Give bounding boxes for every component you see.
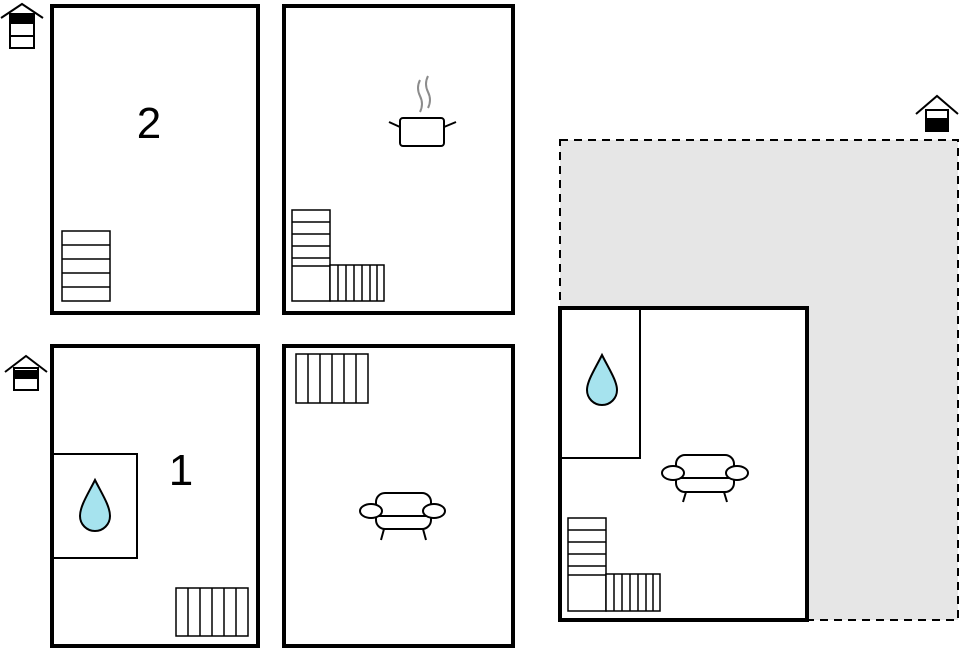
kitchen-room <box>282 4 515 315</box>
cooking-pot-icon <box>388 75 457 147</box>
stairs-icon <box>567 517 661 612</box>
stairs-icon <box>295 353 369 404</box>
floor-2-room: 2 <box>50 4 260 315</box>
ground-floor-overview <box>558 306 809 622</box>
house-icon <box>0 2 44 49</box>
sofa-icon <box>661 454 749 503</box>
floor-1-label: 1 <box>169 446 193 495</box>
stairs-icon <box>61 230 111 302</box>
house-icon <box>915 94 959 132</box>
bathroom <box>560 308 641 459</box>
sofa-icon <box>359 492 446 541</box>
floor-1-room: 1 <box>50 344 260 648</box>
stairs-icon <box>291 209 385 302</box>
water-drop-icon <box>585 352 619 406</box>
water-drop-icon <box>78 477 112 532</box>
floor-2-label: 2 <box>137 99 161 148</box>
living-room <box>282 344 515 648</box>
bathroom <box>52 453 138 559</box>
house-icon <box>4 354 48 391</box>
stairs-icon <box>175 587 249 637</box>
